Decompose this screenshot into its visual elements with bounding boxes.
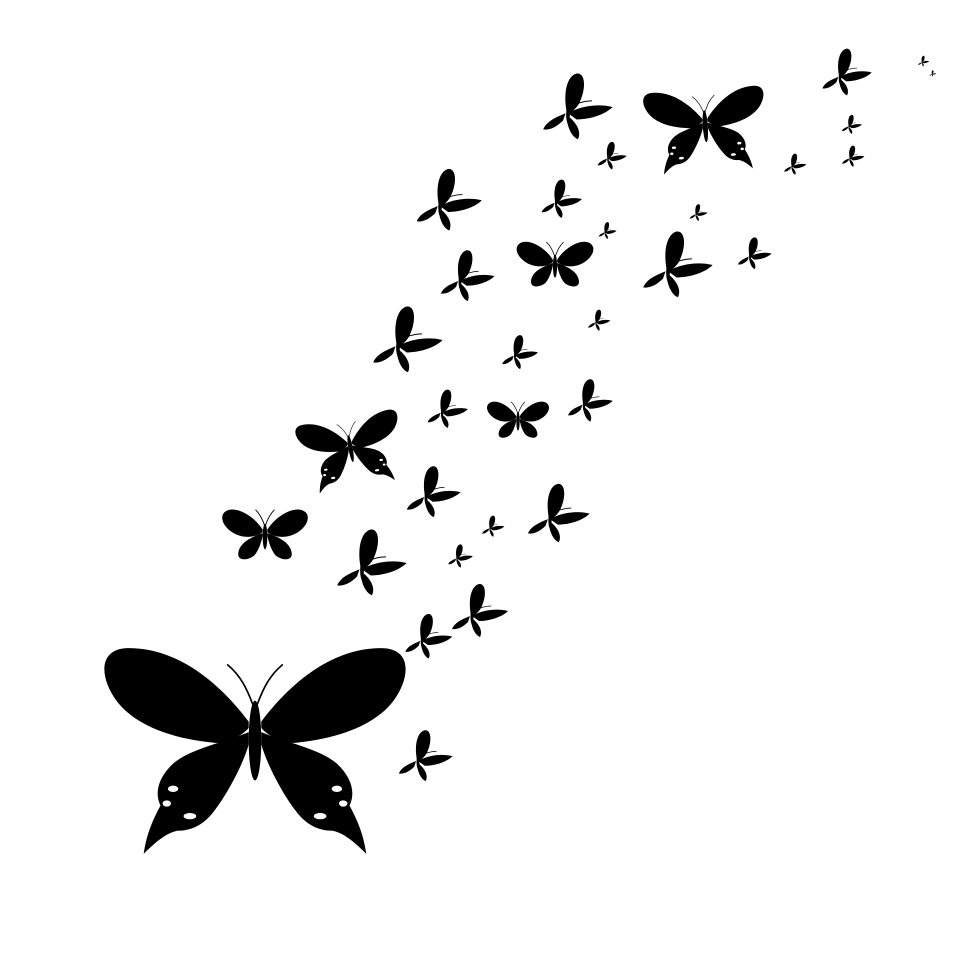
butterfly	[427, 389, 469, 429]
butterfly	[841, 114, 863, 135]
butterfly	[293, 408, 409, 497]
butterfly	[404, 613, 453, 659]
butterfly	[541, 179, 583, 219]
butterfly	[372, 305, 444, 373]
butterfly	[398, 729, 453, 782]
butterfly	[481, 515, 505, 537]
butterfly	[516, 241, 594, 287]
butterfly	[587, 309, 611, 331]
butterfly	[689, 203, 708, 222]
butterfly	[416, 168, 483, 231]
butterfly	[527, 483, 591, 543]
butterfly	[440, 249, 495, 302]
butterfly	[221, 508, 309, 560]
butterfly	[406, 465, 461, 518]
butterfly	[567, 378, 614, 422]
butterfly	[486, 401, 550, 439]
butterfly	[448, 544, 474, 568]
butterfly	[451, 583, 509, 638]
butterfly	[501, 334, 539, 370]
butterfly	[642, 230, 714, 298]
butterfly	[737, 237, 772, 270]
butterfly	[542, 72, 614, 140]
butterfly	[917, 55, 930, 67]
butterfly	[841, 145, 865, 167]
butterfly	[929, 70, 937, 77]
butterfly	[642, 84, 769, 176]
butterfly	[336, 528, 408, 596]
butterfly	[822, 48, 873, 96]
butterfly	[783, 153, 807, 175]
butterfly	[597, 141, 627, 170]
butterfly-large	[103, 647, 407, 855]
butterfly	[598, 221, 617, 240]
